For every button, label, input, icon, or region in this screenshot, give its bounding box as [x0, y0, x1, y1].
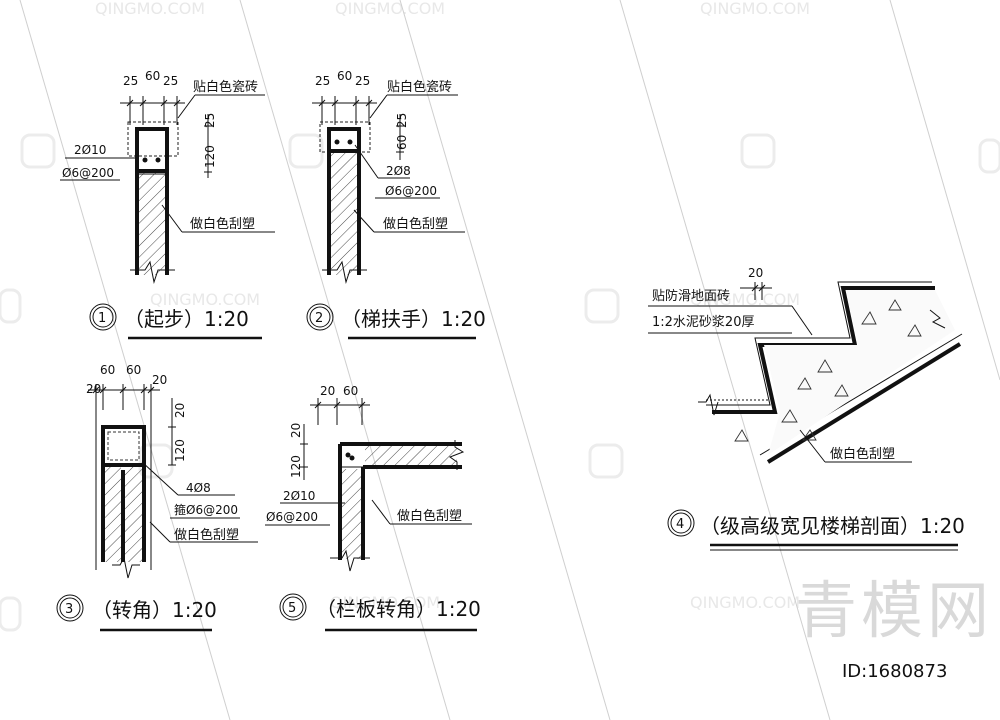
detail-number: 1: [98, 311, 106, 326]
label-finish: 做白色刮塑: [383, 216, 448, 232]
detail-title: （梯扶手）1:20: [341, 307, 486, 331]
dim-25: 25: [163, 74, 178, 88]
dim-25: 25: [315, 74, 330, 88]
label-finish: 做白色刮塑: [397, 508, 462, 524]
label-rebar: 2Ø8: [386, 164, 411, 178]
label-finish: 做白色刮塑: [174, 527, 239, 543]
label-rebar: 2Ø10: [283, 489, 315, 503]
watermark-text: QINGMO.COM: [150, 290, 260, 309]
dim-60: 60: [100, 363, 115, 377]
dim-side-25: 25: [395, 113, 409, 128]
label-stirrup: Ø6@200: [62, 166, 114, 180]
label-stirrup: Ø6@200: [385, 184, 437, 198]
sheet-diagonal-lines: [19, 0, 1000, 720]
detail-number: 3: [65, 602, 73, 617]
label-finish: 做白色刮塑: [190, 216, 255, 232]
label-tile: 贴白色瓷砖: [387, 79, 452, 95]
watermark-text: QINGMO.COM: [700, 0, 810, 18]
watermark-text: QINGMO.COM: [95, 0, 205, 18]
dim-60: 60: [145, 69, 160, 83]
label-tile: 贴白色瓷砖: [193, 79, 258, 95]
label-mortar: 1:2水泥砂浆20厚: [652, 315, 754, 330]
dim-60: 60: [337, 69, 352, 83]
label-rebar: 4Ø8: [186, 481, 211, 495]
watermark-text: QINGMO.COM: [690, 290, 800, 309]
watermark-text: QINGMO.COM: [330, 593, 440, 612]
dim-60: 60: [343, 384, 358, 398]
watermark-text: QINGMO.COM: [690, 593, 800, 612]
detail-number: 5: [288, 601, 296, 616]
dim-25: 25: [355, 74, 370, 88]
dim-side-20: 20: [173, 403, 187, 418]
dim-20: 20: [152, 373, 167, 387]
detail-5-lanban-zhuanjiao: 20 60 20 120 2Ø10 Ø6@200 做白色刮塑 5 （栏板转角）1…: [265, 384, 481, 632]
watermark-text: QINGMO.COM: [335, 0, 445, 18]
dim-side-20: 20: [289, 423, 303, 438]
dim-side-25: 25: [203, 113, 217, 128]
dim-side-120: 120: [203, 145, 217, 168]
detail-title: （转角）1:20: [92, 598, 217, 622]
dim-60: 60: [126, 363, 141, 377]
dim-side-120: 120: [173, 439, 187, 462]
watermark-brand: 青模网: [795, 574, 993, 647]
dim-20: 20: [86, 382, 101, 396]
dim-side-120: 120: [289, 455, 303, 478]
watermark-layer: QINGMO.COM QINGMO.COM QINGMO.COM QINGMO.…: [0, 0, 1000, 682]
label-stirrup: Ø6@200: [266, 510, 318, 524]
detail-title: （级高级宽见楼梯剖面）1:20: [700, 514, 965, 538]
detail-title: （起步）1:20: [124, 307, 249, 331]
watermark-id: ID:1680873: [842, 661, 947, 682]
label-rebar: 2Ø10: [74, 143, 106, 157]
detail-number: 4: [676, 517, 684, 532]
detail-4-stair-section: 20 贴防滑地面砖 1:2水泥砂浆20厚 做白色刮塑: [648, 266, 965, 551]
concrete-aggregate: [734, 299, 922, 442]
dim-20: 20: [748, 266, 763, 280]
watermark-brand-text: 青模网: [795, 574, 993, 647]
label-finish: 做白色刮塑: [830, 446, 895, 462]
detail-2-tifushou: 25 60 25 25 60 贴白色瓷砖 2Ø8 Ø6@200 做白色刮塑 2 …: [306, 69, 486, 340]
dim-side-60: 60: [395, 135, 409, 150]
dim-20: 20: [320, 384, 335, 398]
label-stirrup: 箍Ø6@200: [174, 502, 238, 517]
detail-number: 2: [315, 311, 323, 326]
dim-25: 25: [123, 74, 138, 88]
label-tile: 贴防滑地面砖: [652, 288, 730, 304]
detail-1-qibu: 25 60 25 25 120 贴白色瓷砖 2Ø10 Ø6@200 做白色刮塑: [60, 69, 275, 340]
detail-title: （栏板转角）1:20: [316, 597, 481, 621]
watermark-logo-icon: [0, 133, 1000, 632]
detail-3-zhuanjiao: 20 60 60 20 20 120 4Ø8 箍Ø6@200 做白色刮塑 3 （…: [56, 363, 258, 632]
